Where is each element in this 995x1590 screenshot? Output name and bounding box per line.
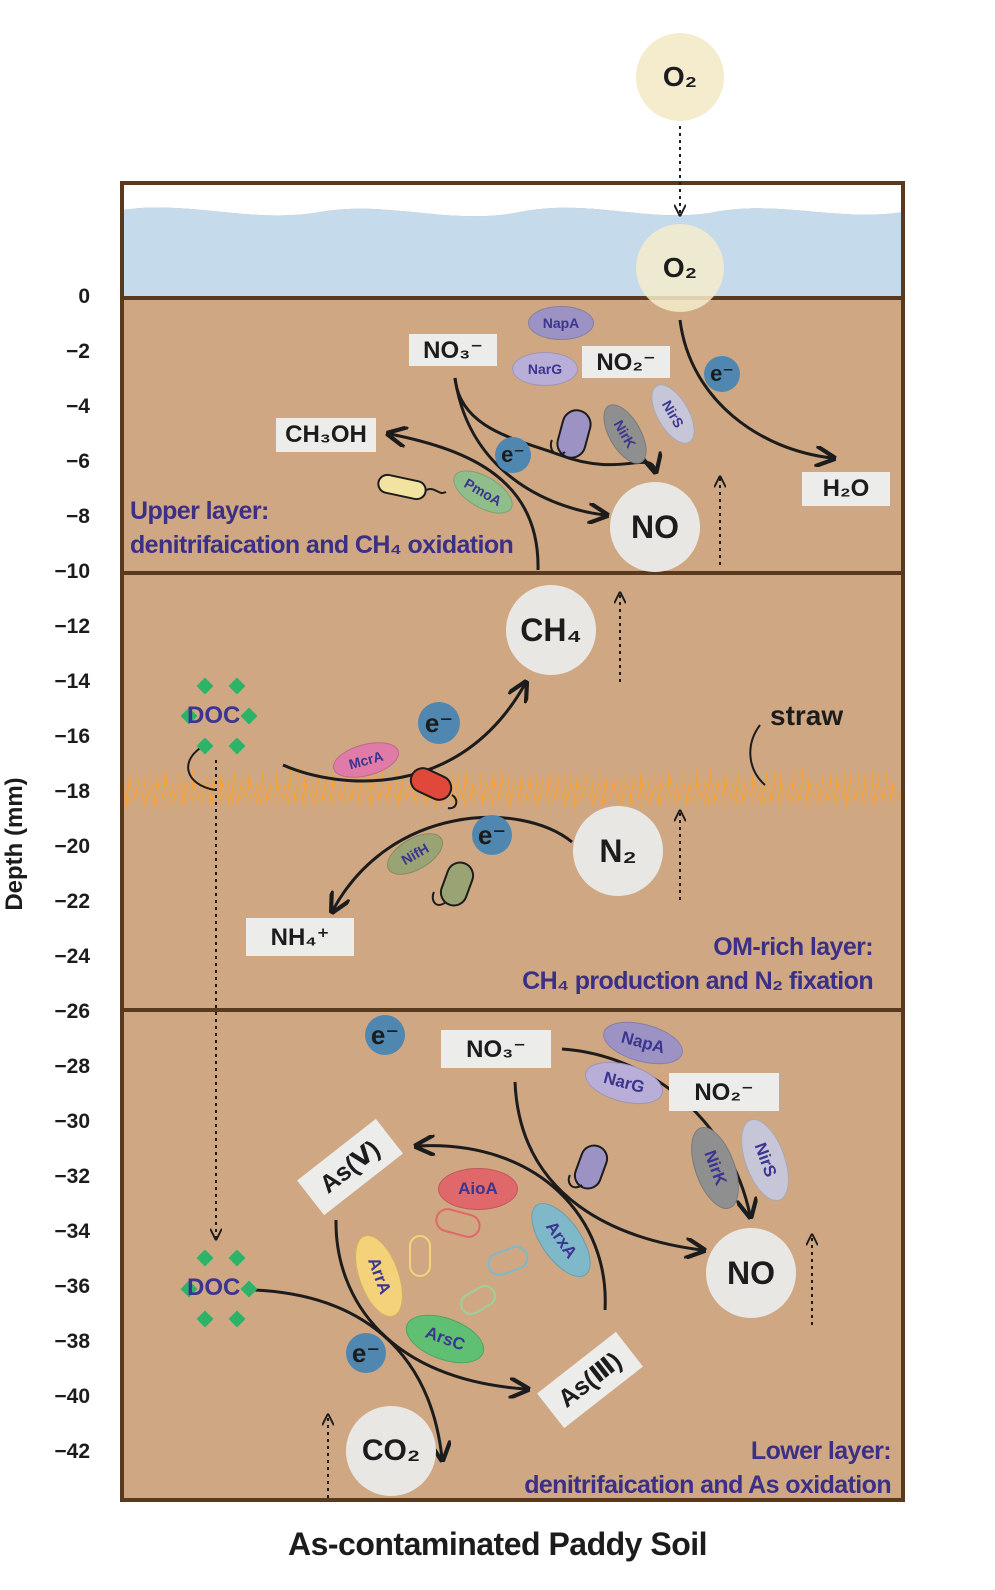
om-layer-title: OM-rich layer: [713,933,873,961]
y-tick-label: −22 [54,890,90,913]
electron-icon: e⁻ [365,1015,405,1055]
co2-circle: CO₂ [346,1406,436,1496]
soil-frame [120,181,905,1502]
upper-layer-label: Upper layer: denitrifaication and CH₄ ox… [130,494,514,562]
om-layer-label: OM-rich layer: CH₄ production and N₂ fix… [522,930,873,998]
electron-icon: e⁻ [472,815,512,855]
enzyme-napa-upper: NapA [528,306,594,340]
y-tick-label: −8 [66,505,90,528]
y-tick-label: −20 [54,835,90,858]
electron-icon: e⁻ [346,1333,386,1373]
enzyme-narg-upper: NarG [512,352,578,386]
lower-layer-desc: denitrifaication and As oxidation [524,1471,891,1499]
y-tick-label: −16 [54,725,90,748]
o2-atmosphere-circle: O₂ [636,33,724,121]
no2-upper-label: NO₂⁻ [582,346,670,378]
y-tick-label: −28 [54,1055,90,1078]
upper-layer-desc: denitrifaication and CH₄ oxidation [130,531,514,559]
y-tick-label: −6 [66,450,90,473]
y-tick-label: −30 [54,1110,90,1133]
y-tick-label: −34 [54,1220,90,1243]
soil-column [122,183,903,1500]
y-tick-label: −4 [66,395,90,418]
arrow-o2-to-h2o [678,319,832,458]
enzyme-aioa: AioA [438,1168,518,1210]
y-tick-label: −12 [54,615,90,638]
bacterium-icon [431,861,475,907]
y-tick-label: −18 [54,780,90,803]
arrow-no3-to-no-lower-branch [513,1081,702,1250]
arrow-no3-to-no-branch [453,377,605,515]
water-layer [122,207,903,298]
air-gap [122,183,903,217]
arrow-doc-to-ch4 [282,684,525,783]
bacterium-icon [567,1144,609,1190]
arrow-n2-to-nh4 [333,815,573,910]
y-tick-label: 0 [78,285,90,308]
bacterium-icon [409,767,458,810]
y-tick-label: −2 [66,340,90,363]
doc-diamonds-mid [180,677,258,755]
y-tick-label: −38 [54,1330,90,1353]
bacterium-icon [377,473,447,501]
no-lower-circle: NO [706,1228,796,1318]
o2-water-circle: O₂ [636,224,724,312]
electron-icon: e⁻ [418,702,460,744]
ch4-circle: CH₄ [506,585,596,675]
y-tick-label: −26 [54,1000,90,1023]
ch3oh-label: CH₃OH [276,418,376,452]
bacterium-icon [409,1208,529,1315]
doc-mid-label: DOC [187,702,241,729]
doc-low-label: DOC [187,1274,241,1301]
doc-leader [187,744,216,791]
lower-layer-label: Lower layer: denitrifaication and As oxi… [524,1434,891,1502]
electron-icon: e⁻ [704,356,740,392]
arrow-doc-to-co2 [254,1288,442,1458]
y-tick-label: −10 [54,560,90,583]
upper-layer-title: Upper layer: [130,497,269,525]
y-tick-label: −42 [54,1440,90,1463]
n2-circle: N₂ [573,806,663,896]
no3-lower-label: NO₃⁻ [441,1030,551,1068]
y-tick-label: −14 [54,670,90,693]
no2-lower-label: NO₂⁻ [669,1073,779,1111]
arrow-as3-to-as5 [418,1146,607,1311]
nh4-label: NH₄⁺ [246,918,354,956]
straw-label: straw [770,700,844,731]
y-tick-label: −40 [54,1385,90,1408]
arrow-ch4-to-ch3oh [390,434,540,571]
figure-caption: As-contaminated Paddy Soil [287,1526,708,1562]
straw-leader [749,724,766,786]
no-upper-circle: NO [610,482,700,572]
bacterium-icon [549,409,592,459]
lower-layer-title: Lower layer: [750,1437,892,1465]
no3-upper-label: NO₃⁻ [409,334,497,366]
h2o-label: H₂O [802,472,890,506]
y-tick-label: −36 [54,1275,90,1298]
electron-icon: e⁻ [495,437,531,473]
y-tick-label: −24 [54,945,90,968]
om-layer-desc: CH₄ production and N₂ fixation [522,967,873,995]
y-tick-label: −32 [54,1165,90,1188]
